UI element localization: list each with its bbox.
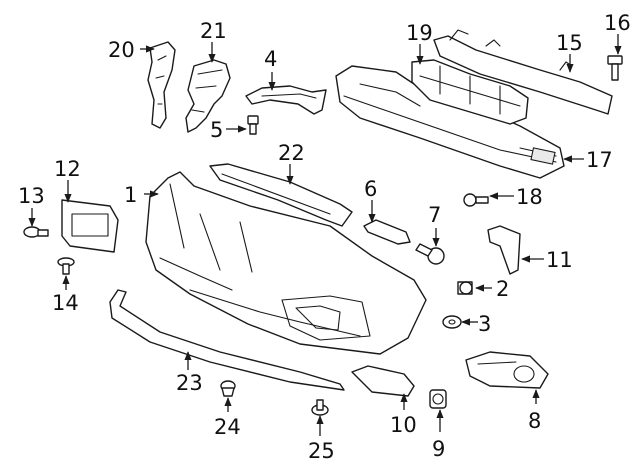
part-17-reinforcement-beam: [335, 65, 565, 179]
part-12-plate-bracket: [61, 199, 119, 253]
callout-21: 21: [200, 19, 227, 43]
callout-15: 15: [556, 31, 583, 55]
callout-9: 9: [432, 437, 445, 461]
callout-labels: 1 2 3 4 5 6 7 8 9 10 11 12 13 14 15 16 1…: [18, 11, 631, 463]
part-16-bolt: [607, 55, 623, 81]
callout-14: 14: [52, 291, 79, 315]
part-1-bumper-cover: [145, 171, 427, 355]
part-22-upper-cover: [209, 163, 353, 227]
callout-6: 6: [364, 177, 377, 201]
callout-2: 2: [496, 277, 509, 301]
callout-11: 11: [546, 248, 573, 272]
callout-16: 16: [604, 11, 631, 35]
callout-3: 3: [478, 312, 491, 336]
callout-25: 25: [308, 439, 335, 463]
callout-10: 10: [390, 413, 417, 437]
part-9-sensor: [429, 389, 447, 409]
part-20-side-bracket: [147, 41, 176, 129]
part-15-support-bracket: [433, 29, 613, 115]
part-3-nut: [442, 315, 462, 329]
callout-20: 20: [108, 38, 135, 62]
part-8-fog-bezel: [465, 351, 549, 389]
part-11-bracket: [487, 225, 521, 275]
callout-22: 22: [278, 141, 305, 165]
callout-18: 18: [516, 185, 543, 209]
callout-24: 24: [214, 415, 241, 439]
part-21-mounting-bracket: [185, 59, 231, 133]
callout-12: 12: [54, 157, 81, 181]
part-5-clip: [247, 115, 259, 135]
part-4-bracket: [245, 85, 327, 115]
callout-23: 23: [176, 371, 203, 395]
callout-7: 7: [428, 203, 441, 227]
part-19-absorber: [411, 59, 529, 125]
part-24-clip: [220, 380, 236, 397]
part-18-bolt: [463, 193, 489, 207]
part-10-side-cover: [351, 365, 415, 397]
part-23-lower-spoiler: [109, 289, 345, 391]
part-25-screw: [311, 399, 329, 416]
callout-8: 8: [528, 409, 541, 433]
part-13-screw: [23, 226, 49, 238]
callout-13: 13: [18, 184, 45, 208]
part-2-bolt: [457, 281, 473, 295]
part-7-push-clip: [415, 243, 445, 265]
callout-19: 19: [406, 21, 433, 45]
part-6-strip: [363, 219, 411, 245]
callout-1: 1: [124, 183, 137, 207]
part-14-clip: [57, 257, 75, 275]
callout-5: 5: [210, 118, 223, 142]
leader-lines: [28, 34, 622, 436]
callout-4: 4: [264, 47, 277, 71]
callout-17: 17: [586, 148, 613, 172]
